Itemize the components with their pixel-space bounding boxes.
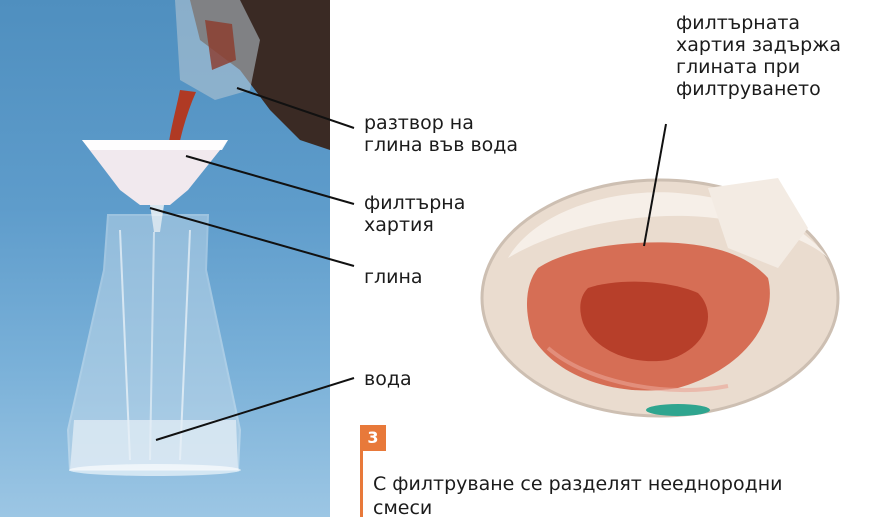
caption-accent-bar bbox=[360, 451, 363, 517]
used-filter-paper-photo bbox=[478, 148, 876, 428]
label-filter-paper: филтърна хартия bbox=[364, 192, 465, 236]
filter-paper-illustration bbox=[478, 148, 876, 428]
label-retained: филтърната хартия задържа глината при фи… bbox=[676, 12, 841, 100]
filtration-illustration bbox=[0, 0, 330, 517]
figure-number-badge: 3 bbox=[360, 425, 386, 451]
figure-caption: С филтруване се разделят нееднородни сме… bbox=[373, 472, 833, 520]
label-clay: глина bbox=[364, 266, 423, 288]
filtration-photo bbox=[0, 0, 330, 517]
label-water: вода bbox=[364, 368, 412, 390]
label-solution: разтвор на глина във вода bbox=[364, 112, 518, 156]
